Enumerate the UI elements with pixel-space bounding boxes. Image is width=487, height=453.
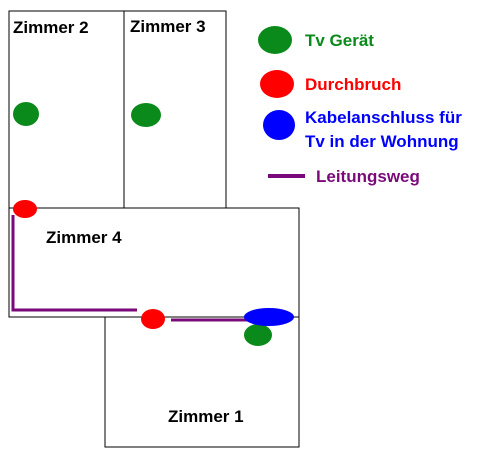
- room-1-label: Zimmer 1: [168, 407, 244, 426]
- room-4-outline: [8, 207, 300, 318]
- room-4-label: Zimmer 4: [46, 228, 122, 247]
- cable-route-path: [11, 215, 137, 312]
- room-2-label: Zimmer 2: [13, 18, 89, 37]
- legend: Tv Gerät Durchbruch Kabelanschluss für T…: [258, 26, 462, 186]
- cable-connection: [244, 308, 294, 326]
- breakthrough-room-2-4: [13, 200, 37, 218]
- legend-cable-connection-label-line-2: Tv in der Wohnung: [305, 132, 459, 151]
- room-3-label: Zimmer 3: [130, 17, 206, 36]
- room-1-outline: [104, 316, 300, 448]
- tv-device-room-1: [244, 324, 272, 346]
- legend-cable-connection-label-line-1: Kabelanschluss für: [305, 108, 462, 127]
- legend-cable-route-label: Leitungsweg: [316, 167, 420, 186]
- legend-breakthrough-icon: [260, 70, 294, 98]
- legend-tv-device-label: Tv Gerät: [305, 31, 374, 50]
- legend-breakthrough-label: Durchbruch: [305, 75, 401, 94]
- tv-device-room-2: [13, 102, 39, 126]
- tv-device-room-3: [131, 103, 161, 127]
- legend-cable-connection-icon: [263, 110, 295, 140]
- legend-tv-device-icon: [258, 26, 292, 54]
- breakthrough-room-4-1: [141, 309, 165, 329]
